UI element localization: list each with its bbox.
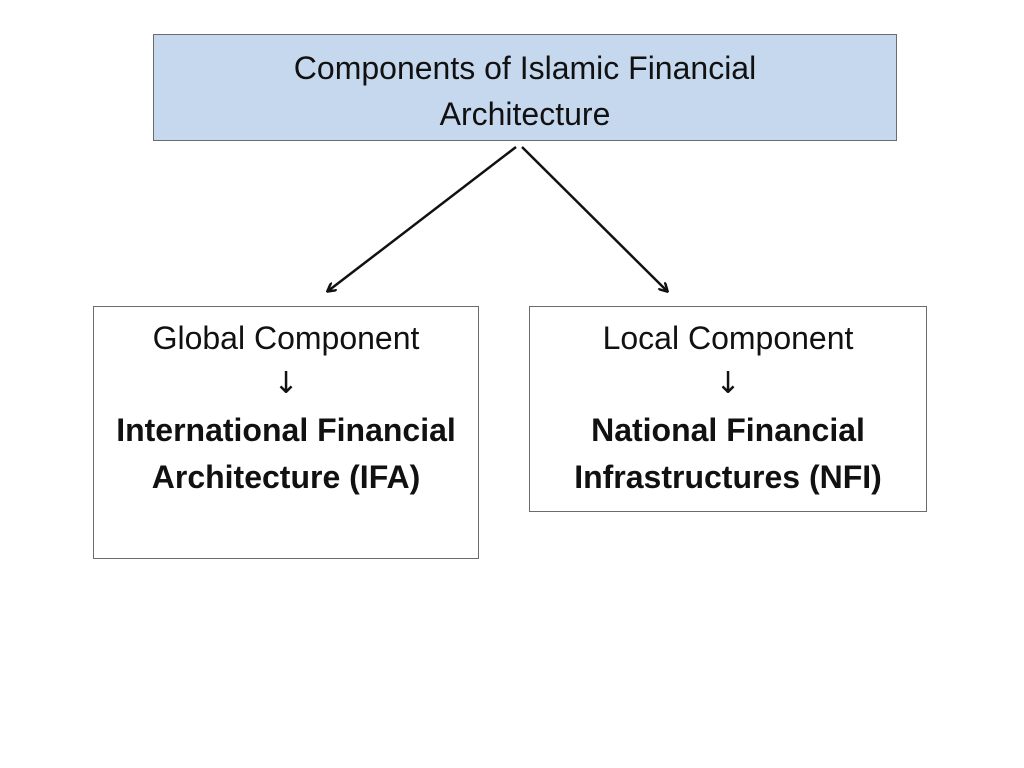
down-arrow-icon: ↓	[715, 366, 741, 401]
root-node: Components of Islamic Financial Architec…	[153, 34, 897, 141]
local-component-node: Local Component ↓ National Financial Inf…	[529, 306, 927, 512]
arrow-to-local-component	[521, 146, 667, 291]
root-title: Components of Islamic Financial Architec…	[293, 50, 757, 132]
global-component-node: Global Component ↓ International Financi…	[93, 306, 479, 559]
arrow-to-global-component	[328, 146, 517, 291]
local-component-label: Local Component	[602, 320, 854, 356]
global-component-detail: International Financial Architecture (IF…	[116, 412, 456, 495]
local-component-detail: National Financial Infrastructures (NFI)	[574, 412, 882, 495]
down-arrow-icon: ↓	[273, 366, 299, 401]
global-component-label: Global Component	[152, 320, 420, 356]
